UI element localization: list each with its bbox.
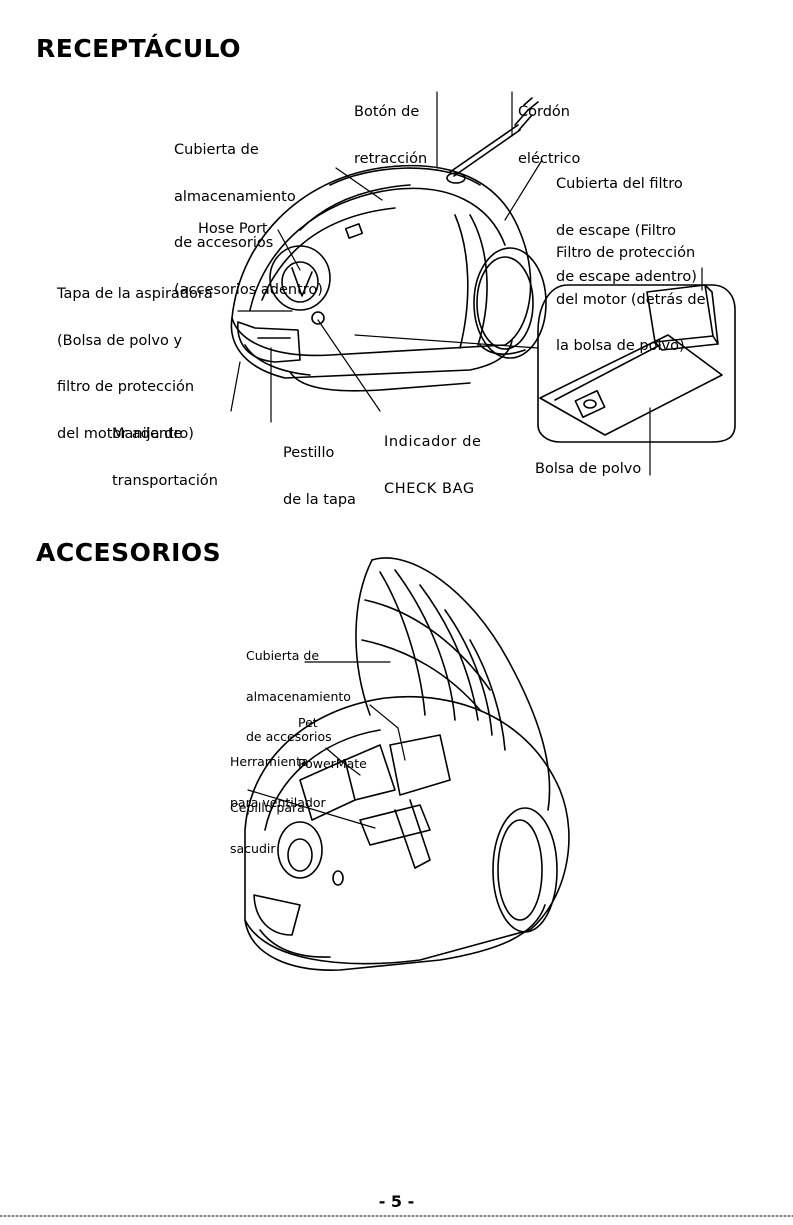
dust-bag-callout (537, 284, 736, 443)
label-hose-port: Hose Port (198, 221, 268, 237)
label-herramienta-ventilador: Herramienta para ventilador (230, 754, 326, 810)
label-manija: Manija de transportación (112, 426, 218, 489)
label-cubierta-almacenamiento: Cubierta de almacenamiento de accesorios… (174, 142, 323, 298)
open-vacuum-drawing (244, 557, 570, 971)
label-cepillo-sacudir: Cepillo para sacudir (230, 800, 305, 856)
label-pestillo: Pestillo de la tapa (283, 445, 356, 508)
label-indicador-check-bag: Indicador de CHECK BAG (384, 434, 482, 497)
label-pet-powermate: Pet PowerMate (298, 715, 367, 771)
label-bolsa-polvo: Bolsa de polvo (535, 461, 642, 477)
label-cubierta-filtro: Cubierta del filtro de escape (Filtro de… (556, 176, 697, 285)
label-filtro-motor: Filtro de protección del motor (detrás d… (556, 245, 706, 354)
section-title-receptaculo: RECEPTÁCULO (36, 34, 241, 63)
label-cubierta-accesorios: Cubierta de almacenamiento de accesorios (246, 648, 351, 744)
page-number: - 5 - (378, 1192, 415, 1211)
label-boton-retraccion: Botón de retracción (354, 104, 428, 167)
label-cordon-electrico: Cordón eléctrico (518, 104, 581, 167)
bottom-leader-lines (247, 661, 406, 829)
label-tapa-aspiradora: Tapa de la aspiradora (Bolsa de polvo y … (57, 286, 213, 442)
top-leader-lines (230, 91, 703, 476)
section-title-accesorios: ACCESORIOS (36, 538, 222, 567)
